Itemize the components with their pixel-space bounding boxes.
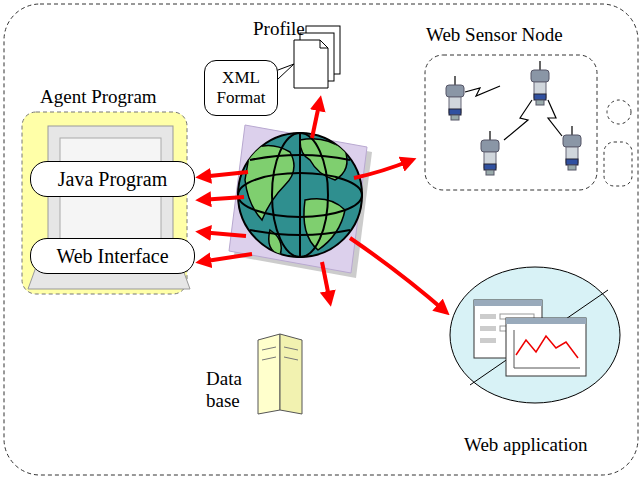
web-application-icon	[450, 267, 620, 403]
node-text: Agent Program	[40, 86, 205, 108]
node-text: Java Program	[58, 168, 167, 191]
component-label-box: Web Sensor Node	[420, 24, 590, 50]
program-box: Java Program	[30, 161, 195, 197]
node-text: XML Format	[205, 68, 277, 107]
callout-bubble: XML Format	[204, 60, 278, 116]
arrow	[200, 100, 446, 312]
system-boundary	[4, 4, 638, 475]
node-text: Web application	[464, 434, 614, 456]
database-icon	[258, 334, 302, 414]
node-text: Web Interface	[56, 245, 168, 268]
node-text: Profile	[253, 18, 313, 40]
component-label-box: Agent ProgramJava ProgramWeb Interface	[22, 86, 187, 294]
program-box: Web Interface	[30, 238, 195, 274]
sensor-network	[425, 55, 632, 190]
node-text: Web Sensor Node	[426, 24, 596, 46]
component-label-box: Web application	[464, 434, 614, 460]
component-label-box: Data base	[206, 350, 256, 410]
component-label-box: Profile	[245, 18, 305, 44]
node-text: Data base	[206, 368, 254, 412]
